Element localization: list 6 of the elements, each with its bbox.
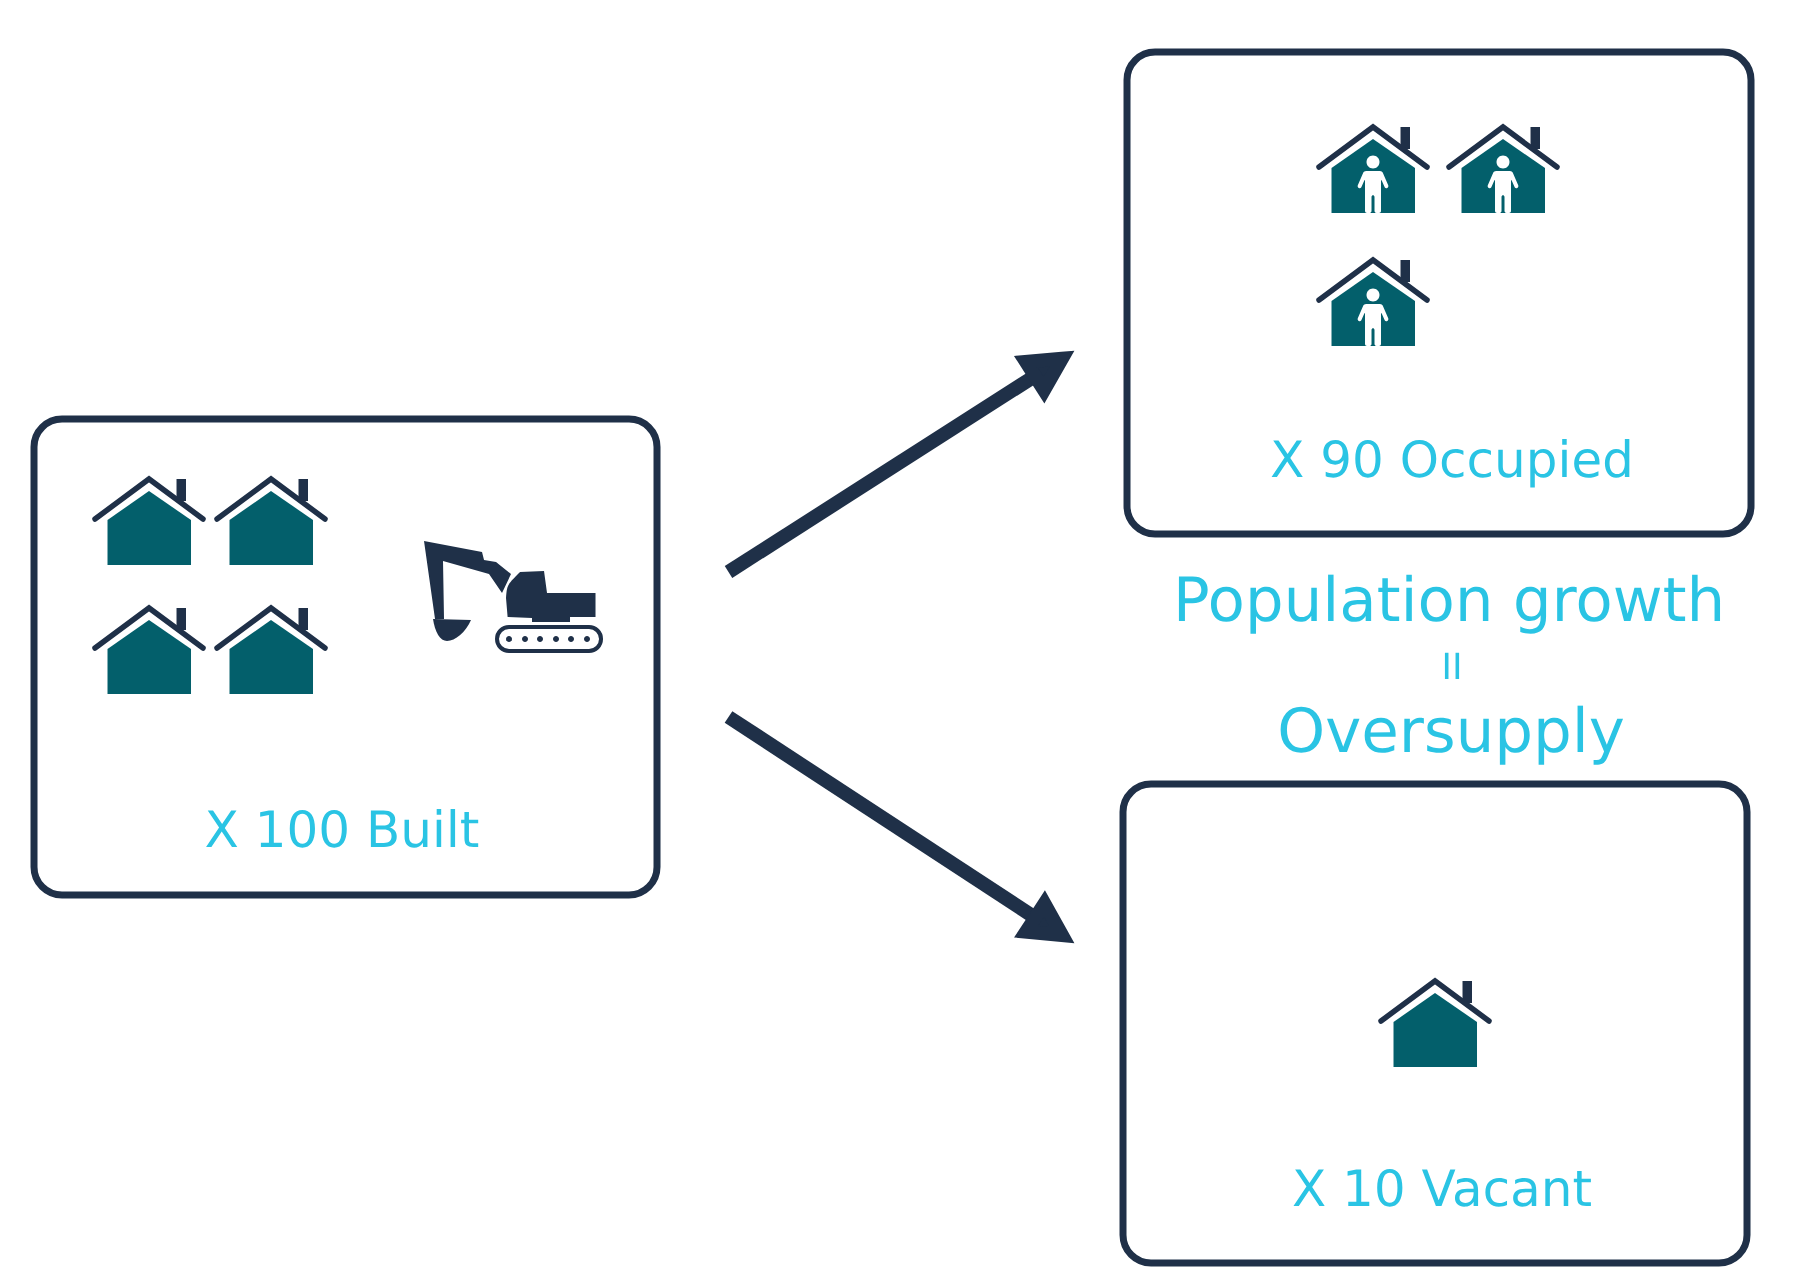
caption-text: II [1444, 652, 1460, 679]
process-box: X 100 Built [30, 415, 661, 899]
caption-text: Population growth [1178, 574, 1721, 634]
caption-text: Oversupply [1280, 705, 1624, 765]
process-box: X 10 Vacant [1119, 780, 1751, 1267]
process-box: X 90 Occupied [1123, 48, 1755, 538]
